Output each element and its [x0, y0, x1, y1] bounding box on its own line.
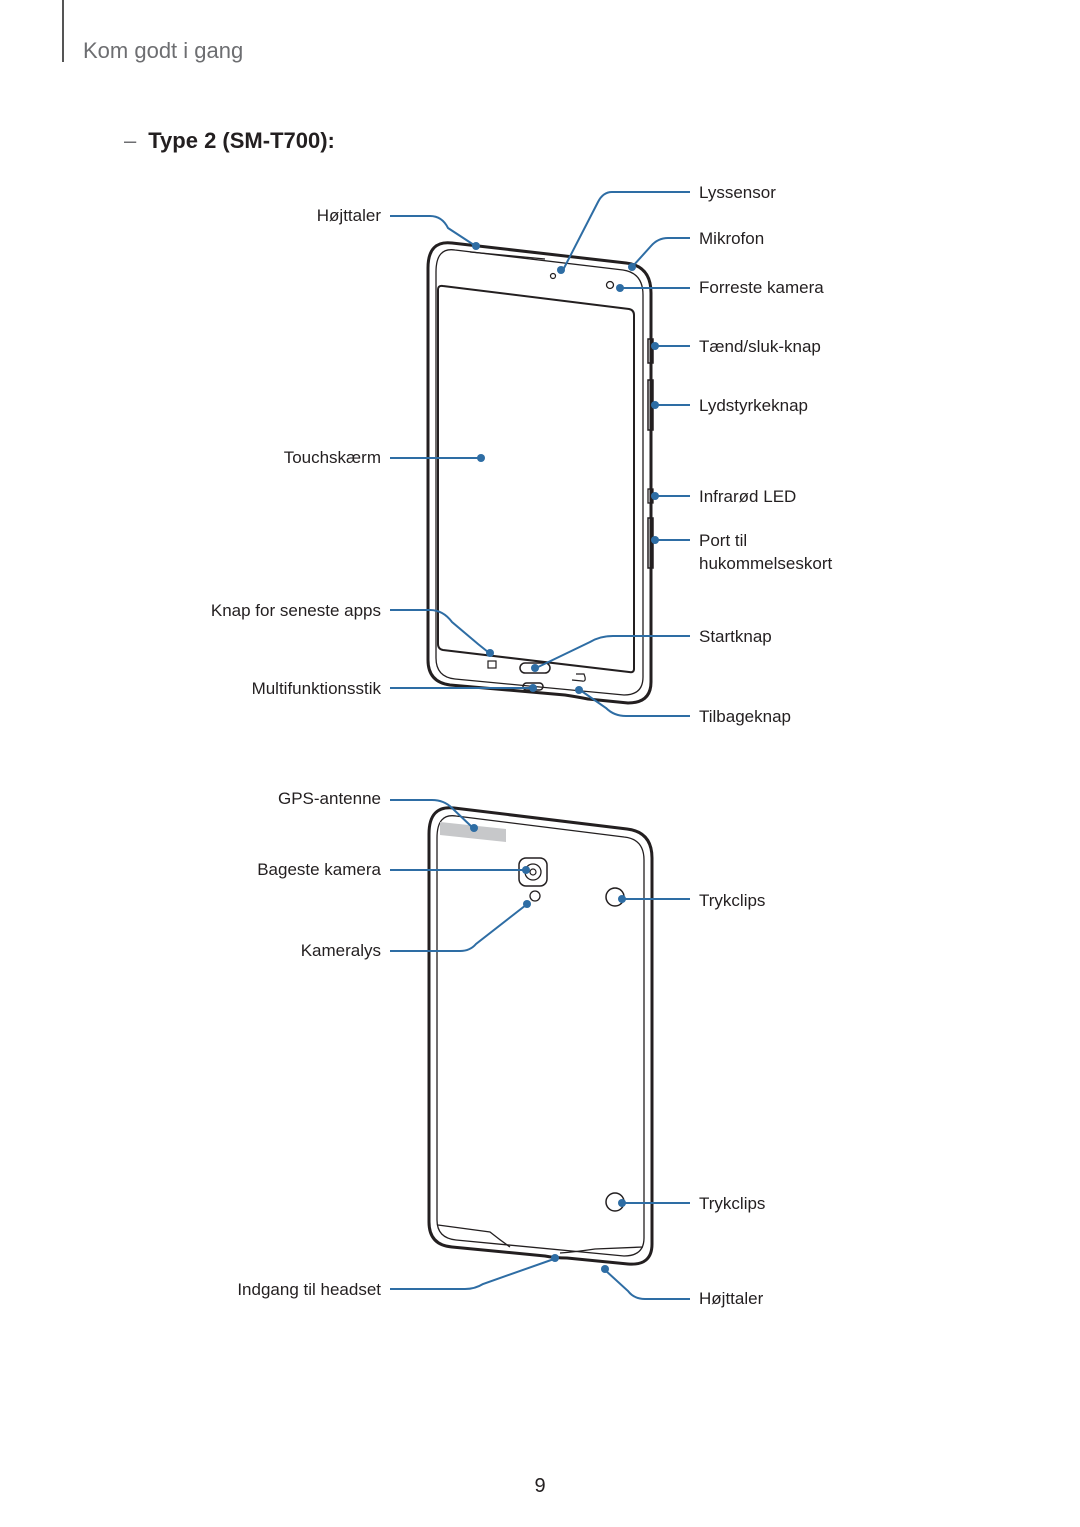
- dot-multipurpose: [529, 684, 537, 692]
- label-rear-camera: Bageste kamera: [257, 860, 381, 879]
- dot-gps: [470, 824, 478, 832]
- dot-home: [531, 664, 539, 672]
- leader-gps: [390, 799, 474, 829]
- front-camera-lens: [605, 280, 615, 290]
- leader-speaker-back: [604, 1269, 690, 1300]
- label-ir-led: Infrarød LED: [699, 487, 797, 506]
- label-light-sensor: Lyssensor: [699, 183, 776, 202]
- back-key-icon: [571, 673, 586, 682]
- back-lower-seam: [437, 1224, 644, 1254]
- dot-flash: [523, 900, 531, 908]
- page-number: 9: [534, 1475, 546, 1497]
- front-body-outline: [426, 241, 653, 705]
- label-front-camera: Forreste kamera: [699, 278, 824, 297]
- subtitle-dash: –: [124, 128, 137, 153]
- rear-camera-housing: [518, 857, 548, 887]
- power-key-shape: [647, 338, 654, 364]
- dot-clip-bottom: [618, 1199, 626, 1207]
- subtitle-text: Type 2 (SM-T700):: [148, 128, 335, 153]
- label-clip-top: Trykclips: [699, 891, 766, 910]
- dot-light-sensor: [557, 266, 565, 274]
- dot-clip-top: [618, 895, 626, 903]
- dot-memory: [651, 536, 659, 544]
- label-power-key: Tænd/sluk-knap: [699, 337, 821, 356]
- dot-ir-led: [651, 492, 659, 500]
- dot-speaker-back: [601, 1265, 609, 1273]
- rear-camera-lens: [529, 868, 537, 876]
- header-rule: [62, 0, 64, 62]
- dot-microphone: [628, 263, 636, 271]
- recent-apps-icon: [487, 660, 497, 669]
- callout-lines: [390, 191, 690, 1300]
- label-home-key: Startknap: [699, 627, 772, 646]
- dot-back: [575, 686, 583, 694]
- label-volume-key: Lydstyrkeknap: [699, 396, 808, 415]
- label-memory-card-line1: Port til: [699, 531, 748, 550]
- leader-microphone: [632, 237, 690, 267]
- subtitle: –Type 2 (SM-T700):: [124, 128, 335, 154]
- dot-headset: [551, 1254, 559, 1262]
- label-back-key: Tilbageknap: [699, 707, 791, 726]
- dot-front-camera: [616, 284, 624, 292]
- back-tablet: [427, 806, 654, 1266]
- label-multipurpose-jack: Multifunktionsstik: [251, 679, 381, 698]
- leader-headset: [390, 1258, 555, 1290]
- leader-home: [535, 635, 690, 669]
- dot-touchscreen: [477, 454, 485, 462]
- leader-recent-apps: [390, 609, 489, 653]
- dot-volume: [651, 401, 659, 409]
- flash-shape: [529, 890, 541, 902]
- dot-speaker-front: [472, 242, 480, 250]
- light-sensor-hole: [549, 272, 557, 280]
- dot-power: [651, 342, 659, 350]
- label-flash: Kameralys: [300, 941, 381, 960]
- label-speaker-back: Højttaler: [699, 1289, 764, 1308]
- front-body-inner: [435, 249, 644, 696]
- dot-rear-camera: [522, 866, 530, 874]
- label-touchscreen: Touchskærm: [283, 448, 381, 467]
- callout-dots: [470, 242, 659, 1273]
- leader-back: [579, 689, 690, 717]
- leader-flash: [390, 904, 527, 952]
- leader-speaker-front: [390, 215, 475, 246]
- label-microphone: Mikrofon: [699, 229, 765, 248]
- front-speaker-top: [469, 251, 546, 260]
- label-recent-apps: Knap for seneste apps: [210, 601, 381, 620]
- section-title: Kom godt i gang: [83, 38, 244, 63]
- gps-antenna-area: [440, 822, 506, 842]
- front-screen: [437, 284, 635, 674]
- home-key-shape: [519, 662, 551, 674]
- dot-recent-apps: [486, 649, 494, 657]
- label-clip-bottom: Trykclips: [699, 1194, 766, 1213]
- label-memory-card-line2: hukommelseskort: [699, 554, 833, 573]
- label-gps-antenna: GPS-antenne: [277, 789, 381, 808]
- leader-light-sensor: [562, 191, 690, 271]
- label-speaker-front: Højttaler: [316, 206, 381, 225]
- label-headset-jack: Indgang til headset: [237, 1280, 381, 1299]
- front-tablet: [426, 241, 654, 705]
- back-body-inner: [436, 815, 645, 1257]
